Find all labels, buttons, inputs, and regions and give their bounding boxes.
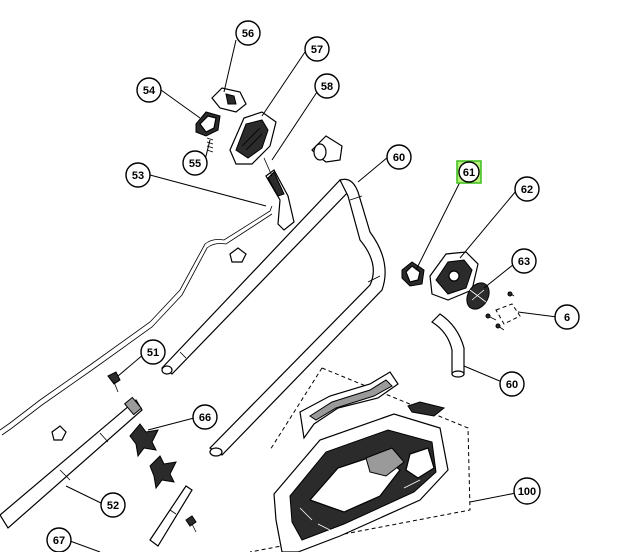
svg-text:60: 60 [506, 379, 518, 391]
svg-text:52: 52 [107, 500, 119, 512]
part-57-switch-housing [229, 111, 277, 165]
svg-text:100: 100 [518, 486, 536, 498]
part-6-screws [485, 291, 521, 331]
callout-57: 57 [304, 36, 330, 62]
callout-63: 63 [511, 248, 537, 274]
part-56-clip [211, 87, 247, 113]
svg-text:60: 60 [393, 152, 405, 164]
svg-text:6: 6 [564, 312, 570, 324]
part-66-knob-upper [129, 423, 159, 458]
svg-text:57: 57 [311, 44, 323, 56]
svg-text:53: 53 [132, 170, 144, 182]
lower-handle-tube [0, 396, 143, 529]
svg-text:56: 56 [242, 28, 254, 40]
small-clip-lower [51, 425, 67, 441]
callout-51: 51 [140, 339, 166, 365]
small-screw-lower [185, 515, 197, 533]
throttle-cable [0, 205, 273, 436]
callout-53: 53 [125, 162, 151, 188]
callout-60-bottom: 60 [499, 371, 525, 397]
callout-6: 6 [554, 304, 580, 330]
lower-right-tube [149, 485, 193, 547]
svg-text:55: 55 [189, 158, 201, 170]
bent-handle-tube [209, 178, 386, 457]
callout-60-top: 60 [386, 144, 412, 170]
callout-54: 54 [136, 77, 162, 103]
callout-61-highlighted: 61 [456, 160, 482, 184]
part-55-spring [206, 137, 214, 153]
elbow-connector [311, 135, 343, 163]
part-63-disc [466, 282, 490, 310]
leader-lines [65, 39, 558, 552]
svg-text:54: 54 [143, 85, 156, 97]
part-60-short-tube [431, 313, 465, 378]
callout-52: 52 [100, 492, 126, 518]
callout-56: 56 [235, 20, 261, 46]
part-51-screw [107, 371, 121, 393]
svg-text:51: 51 [147, 347, 159, 359]
svg-text:62: 62 [521, 184, 533, 196]
part-58-lever [263, 157, 295, 231]
part-61-knob [401, 261, 425, 287]
svg-text:58: 58 [321, 81, 333, 93]
small-clip-left [229, 247, 247, 263]
callout-62: 62 [514, 176, 540, 202]
svg-text:63: 63 [518, 256, 530, 268]
svg-text:61: 61 [463, 167, 475, 179]
callout-67: 67 [46, 527, 72, 552]
callout-58: 58 [314, 73, 340, 99]
svg-text:67: 67 [53, 535, 65, 547]
callout-55: 55 [182, 150, 208, 176]
part-54-button [195, 111, 221, 137]
callout-66: 66 [192, 404, 218, 430]
part-100-grass-box [249, 367, 471, 552]
callout-100: 100 [513, 477, 541, 505]
part-62-cam-plate [429, 251, 479, 301]
part-66-knob-lower [149, 455, 177, 490]
svg-text:66: 66 [199, 412, 211, 424]
